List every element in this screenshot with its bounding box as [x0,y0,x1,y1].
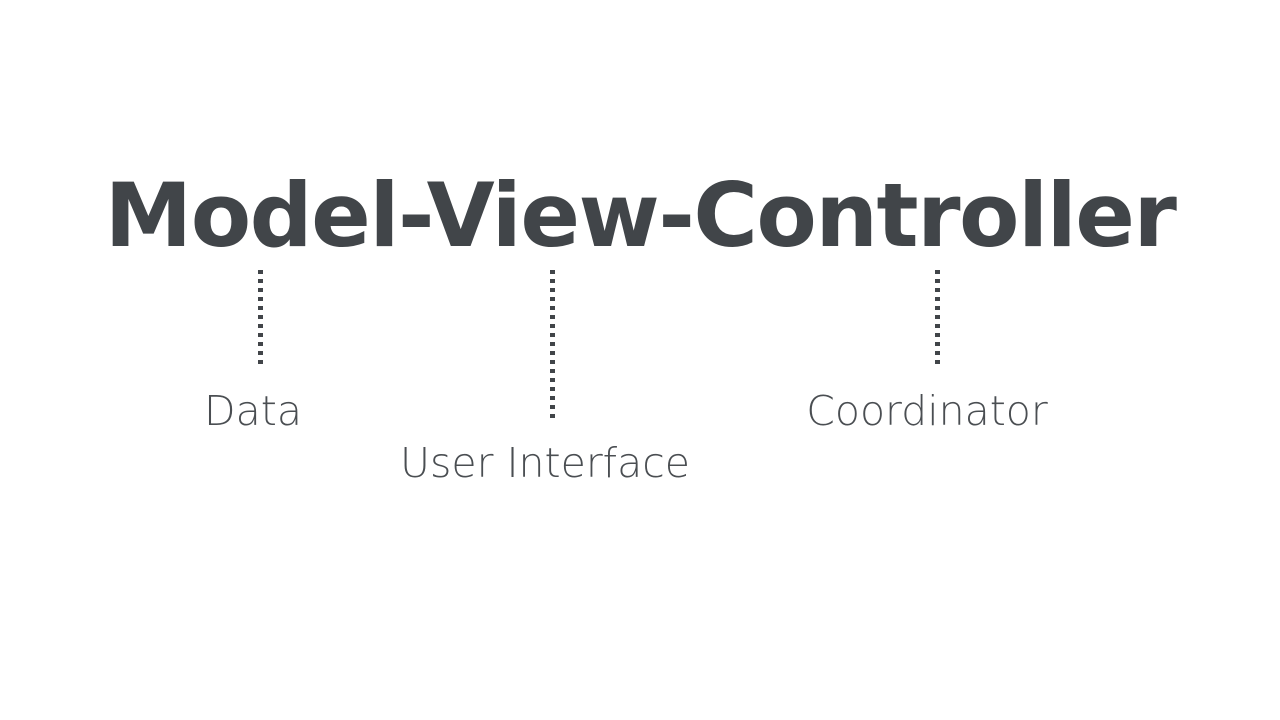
connector-line-model [258,270,263,367]
label-view-user-interface: User Interface [399,439,691,487]
label-controller-coordinator: Coordinator [806,387,1048,435]
label-model-data: Data [204,387,302,435]
connector-line-view [550,270,555,420]
connector-line-controller [935,270,940,367]
page-title: Model-View-Controller [104,164,1177,267]
